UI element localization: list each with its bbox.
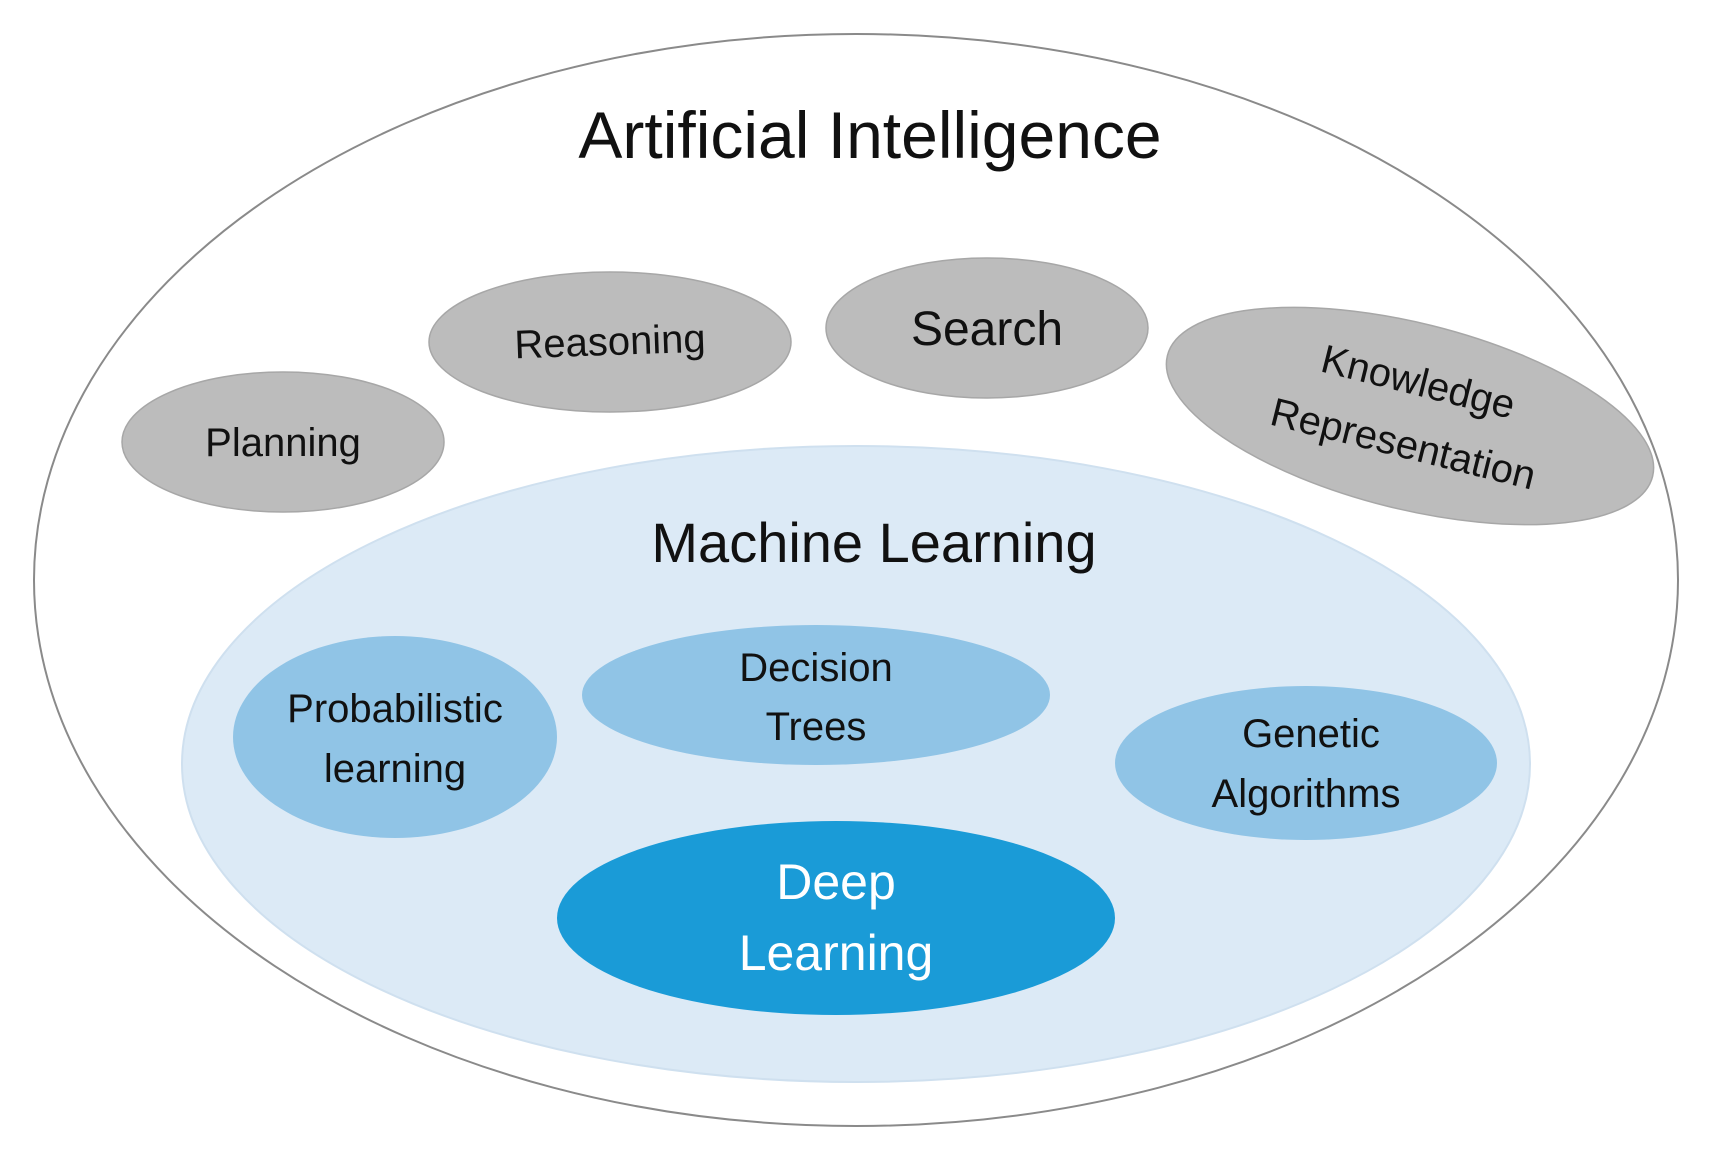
search-node: Search — [825, 257, 1149, 399]
probabilistic-learning-node: Probabilistic learning — [233, 636, 557, 838]
planning-ellipse — [121, 371, 445, 513]
knowledge-representation-ellipse — [1165, 306, 1655, 526]
decision-trees-node: Decision Trees — [582, 625, 1050, 765]
learning-label: learning — [324, 747, 466, 791]
search-ellipse — [825, 257, 1149, 399]
planning-node: Planning — [121, 371, 445, 513]
machine-learning-title: Machine Learning — [651, 511, 1096, 574]
probabilistic-label: Probabilistic — [287, 687, 503, 731]
knowledge-representation-node: Knowledge Representation — [1165, 306, 1655, 526]
planning-label: Planning — [205, 421, 361, 465]
deep-learning-node: Deep Learning — [557, 821, 1115, 1015]
decision-trees-ellipse — [582, 625, 1050, 765]
machine-learning-ellipse — [181, 445, 1531, 1083]
genetic-algorithms-node: Genetic Algorithms — [1115, 686, 1497, 840]
ai-title: Artificial Intelligence — [578, 98, 1161, 172]
reasoning-node: Reasoning — [428, 271, 792, 413]
genetic-algorithms-ellipse — [1115, 686, 1497, 840]
genetic-label: Genetic — [1242, 712, 1380, 756]
deep-learning-ellipse — [557, 821, 1115, 1015]
trees-label: Trees — [766, 705, 867, 749]
reasoning-label: Reasoning — [514, 317, 707, 368]
learning-deep-label: Learning — [739, 925, 934, 981]
decision-label: Decision — [739, 646, 892, 690]
probabilistic-learning-ellipse — [233, 636, 557, 838]
reasoning-ellipse — [428, 271, 792, 413]
machine-learning-region: Machine Learning — [181, 445, 1531, 1083]
algorithms-label: Algorithms — [1212, 772, 1401, 816]
deep-label: Deep — [776, 854, 896, 910]
search-label: Search — [911, 303, 1063, 356]
